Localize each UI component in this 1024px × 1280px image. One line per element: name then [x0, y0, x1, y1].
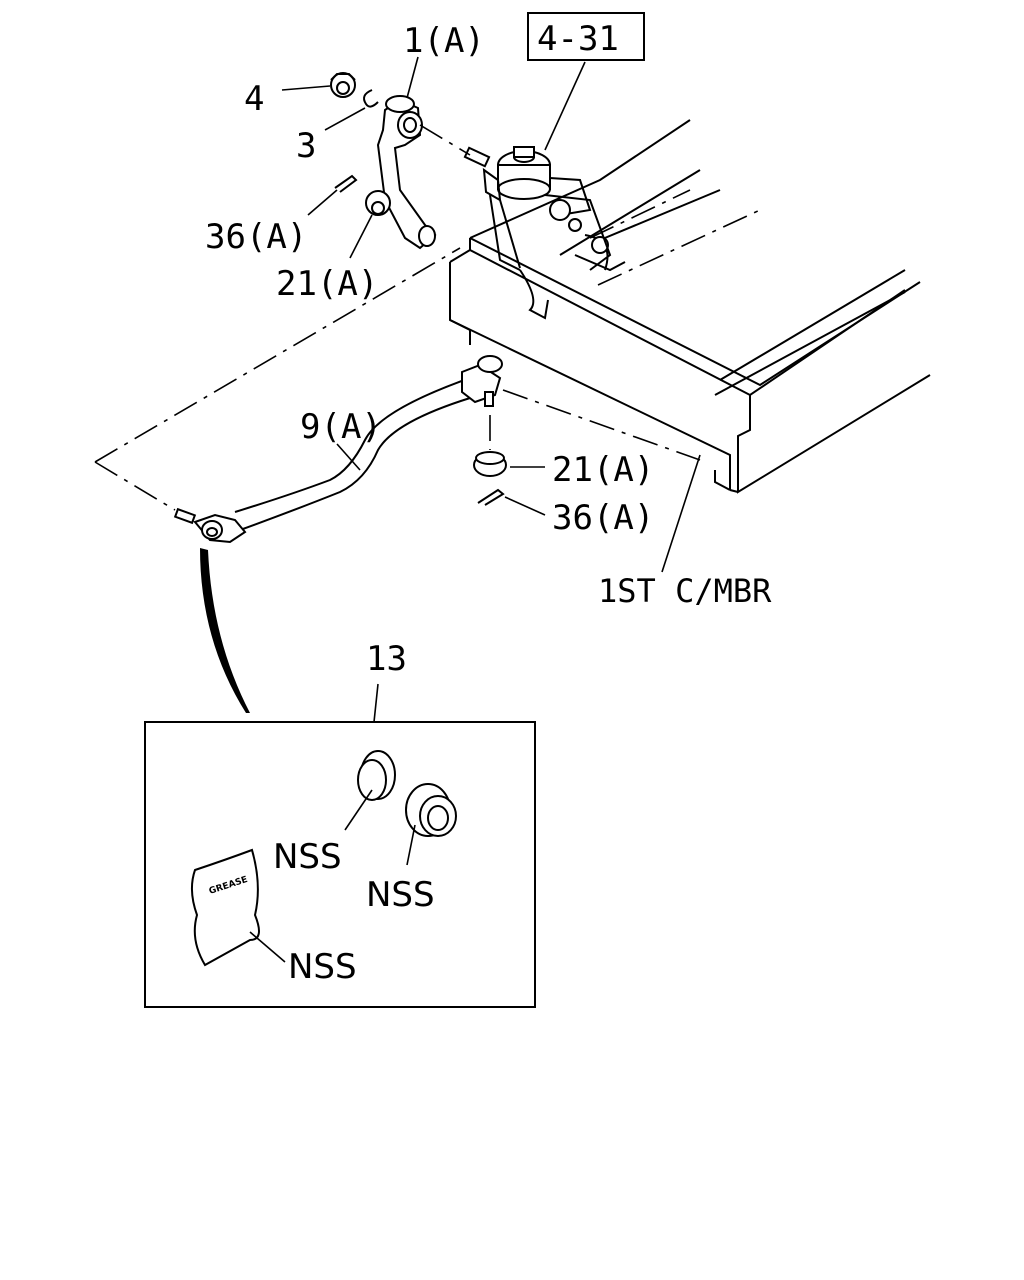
castle-nut-lower: [473, 451, 507, 477]
label-snap-ring-3: 3: [296, 126, 316, 166]
label-nss-grease: NSS: [288, 947, 357, 987]
kit-grease-packet: [191, 848, 260, 967]
label-nss-boot: NSS: [366, 875, 435, 915]
label-kit-13: 13: [366, 639, 407, 679]
crossmember-frame: [449, 119, 931, 494]
nut-4: [330, 72, 356, 98]
steering-gear: [463, 146, 612, 271]
leader-lines: [281, 56, 701, 723]
castle-nut-upper: [365, 190, 391, 216]
pitman-arm: [376, 95, 437, 250]
kit-boot: [405, 783, 457, 837]
kit-ring: [357, 750, 396, 801]
label-cotter-pin-upper: 36(A): [205, 217, 307, 257]
cotter-pin-upper: [334, 174, 358, 193]
snap-ring-3: [363, 89, 379, 108]
ref-box-frame: [527, 12, 645, 61]
ref-box-label[interactable]: 4-31: [537, 19, 619, 59]
label-nut-4: 4: [244, 79, 264, 119]
label-castle-nut-lower: 21(A): [552, 450, 654, 490]
kit-leader-boot: [406, 824, 416, 866]
label-castle-nut-upper: 21(A): [276, 264, 378, 304]
cotter-pin-lower: [477, 488, 505, 506]
label-idler-arm: 1(A): [403, 21, 485, 61]
kit-leader-ring: [344, 789, 373, 831]
label-cotter-pin-lower: 36(A): [552, 498, 654, 538]
kit-leader-grease: [249, 931, 286, 963]
drag-link: [173, 355, 503, 544]
label-crossmember: 1ST C/MBR: [598, 572, 772, 610]
label-drag-link: 9(A): [300, 407, 382, 447]
callout-pointer: [200, 548, 250, 713]
label-nss-ring: NSS: [273, 837, 342, 877]
assembly-guides: [94, 124, 701, 511]
